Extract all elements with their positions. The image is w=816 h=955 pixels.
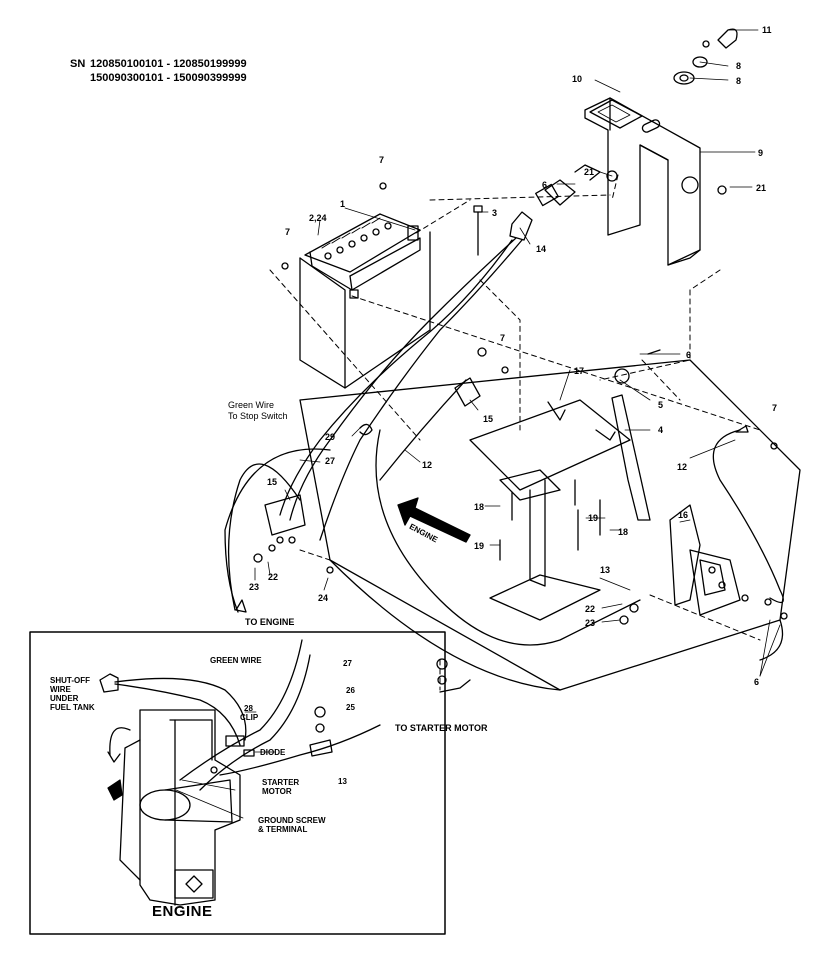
leader-lines [255,30,780,676]
callout-18b: 18 [618,527,629,537]
inset-shutoff-2: WIRE [50,685,71,694]
green-wire-label-1: Green Wire [228,400,275,410]
connector-15 [360,348,486,435]
callout-29: 29 [325,432,336,442]
connector-14 [510,212,532,240]
callout-14: 14 [536,244,547,254]
mounting-plate [300,360,800,690]
inset-callout-26: 26 [346,686,355,695]
callout-15b: 15 [267,477,278,487]
ignition-switch [536,171,726,206]
callout-21b: 21 [756,183,767,193]
callout-13: 13 [600,565,611,575]
ground-cable-12 [713,426,783,603]
callout-12b: 12 [677,462,688,472]
inset-callout-25: 25 [346,703,355,712]
inset-shutoff-4: FUEL TANK [50,703,95,712]
callout-7a: 7 [379,155,385,165]
inset-green-wire: GREEN WIRE [210,656,262,665]
callout-2-24: 2,24 [309,213,327,223]
callout-17: 17 [574,366,585,376]
callout-12a: 12 [422,460,433,470]
bolts [282,183,777,449]
callout-23b: 23 [585,618,596,628]
callout-15a: 15 [483,414,494,424]
callout-8b: 8 [736,76,742,86]
inset-shutoff-1: SHUT-OFF [50,676,90,685]
cable-13 [437,604,638,692]
callout-8a: 8 [736,61,742,71]
callout-16: 16 [678,510,689,520]
callout-22b: 22 [585,604,596,614]
callout-19a: 19 [588,513,599,523]
callout-1: 1 [340,199,346,209]
callout-23a: 23 [249,582,260,592]
callout-7b: 7 [285,227,291,237]
inset-callout-28: 28 [244,704,253,713]
callout-7c: 7 [500,333,506,343]
callout-6-mid: 6 [686,350,692,360]
diode-15 [254,495,333,573]
battery [300,214,430,388]
engine-arrow [398,498,470,542]
callout-11: 11 [762,25,772,35]
callout-10: 10 [572,74,583,84]
callout-24: 24 [318,593,329,603]
callout-5: 5 [658,400,664,410]
solenoid-16 [670,505,787,619]
inset-ground-2: & TERMINAL [258,825,308,834]
callout-21a: 21 [584,167,595,177]
to-starter-motor-label: TO STARTER MOTOR [395,723,488,733]
serial-number-range-1: 120850100101 - 120850199999 [90,58,247,70]
callout-9: 9 [758,148,764,158]
callout-6-top: 6 [542,180,548,190]
tray-17 [470,400,630,490]
callout-19b: 19 [474,541,485,551]
inset-ground-1: GROUND SCREW [258,816,326,825]
callout-4: 4 [658,425,664,435]
callout-6-bottom: 6 [754,677,760,687]
inset-clip: CLIP [240,713,259,722]
inset-starter-1: STARTER [262,778,300,787]
callout-22a: 22 [268,572,279,582]
inset-callout-13: 13 [338,777,347,786]
callout-27: 27 [325,456,336,466]
engine-inset [30,632,445,934]
serial-number-prefix: SN [70,58,86,70]
callout-3: 3 [492,208,498,218]
inset-diode: DIODE [260,748,286,757]
decal-10 [590,100,642,128]
tube-4 [612,350,660,520]
wire-harness [225,238,640,645]
inset-callout-27: 27 [343,659,352,668]
key-switch-parts [575,29,737,180]
green-wire-label-2: To Stop Switch [228,411,288,421]
inset-starter-2: MOTOR [262,787,292,796]
post-bracket [490,470,600,620]
bracket-9 [585,98,700,265]
inset-shutoff-3: UNDER [50,694,79,703]
dashed-guides [270,175,760,690]
callout-7d: 7 [772,403,778,413]
inset-engine-title: ENGINE [152,903,213,920]
callout-18a: 18 [474,502,485,512]
serial-number-range-2: 150090300101 - 150090399999 [90,72,247,84]
to-engine-label: TO ENGINE [245,617,295,627]
